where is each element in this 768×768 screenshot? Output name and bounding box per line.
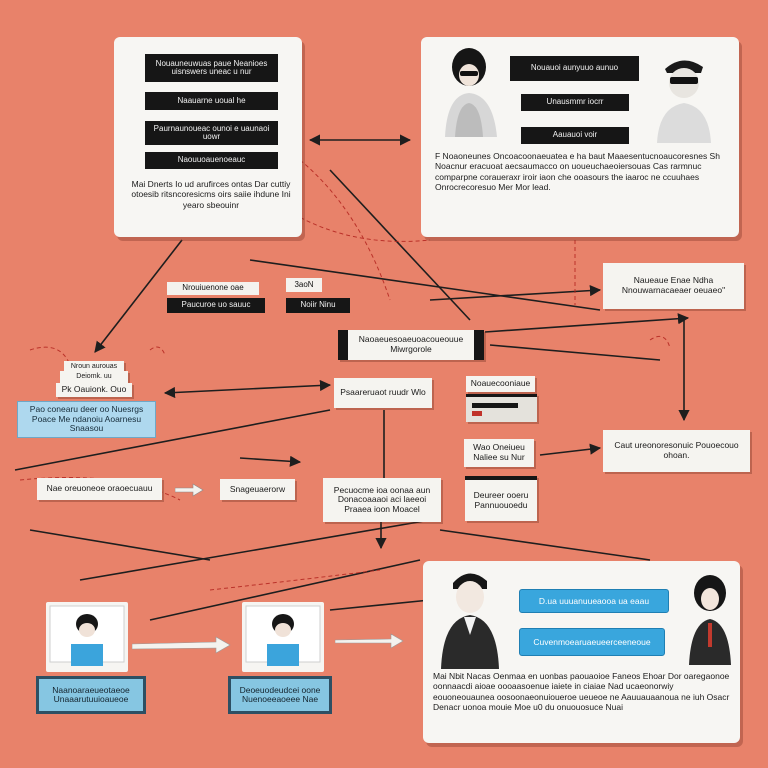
laptop-1-graphic <box>46 602 128 672</box>
small-stack-right-1: 3aoN <box>286 278 322 292</box>
arrow-low-4 <box>439 529 651 561</box>
card-text: Mai Dnerts Io ud arufirces ontas Dar cut… <box>131 179 291 210</box>
arrow-topleft-down <box>94 239 183 353</box>
arrow-flow-mid <box>239 455 302 467</box>
flow-node-1: Nae oreuoneoe oraoecuauu <box>37 478 162 500</box>
laptop-2-graphic <box>242 602 324 672</box>
left-stack-3: Pk Oauionk. Ouo <box>56 383 132 397</box>
arrow-diag-4 <box>429 285 602 301</box>
hub-label: Naoaeuesoaeuoacoueouue Miwrgorole <box>338 330 484 360</box>
card-bar-3: Aauauoi voir <box>521 127 629 144</box>
arrow-low-1 <box>29 529 211 561</box>
top-left-card: Nouauneuwuas paue Neanioes uisnswers une… <box>114 37 302 237</box>
card-bar-1: Nouauneuwuas paue Neanioes uisnswers une… <box>145 54 278 82</box>
scribble-7 <box>209 569 381 591</box>
card-bar-2: Unausmmr iocrr <box>521 94 629 111</box>
arrow-diag-2 <box>249 259 601 311</box>
arrow-low-3 <box>329 599 431 611</box>
right-mid-label: Caut ureonoresonuic Pouoecouo ohoan. <box>603 430 750 472</box>
flow-node-2: Snageuaerorw <box>220 479 295 500</box>
arrow-icon <box>175 483 204 497</box>
arrow-icon <box>132 636 231 654</box>
device-mid-label: Wao Oneiueu Naliee su Nur <box>464 439 534 467</box>
left-blue-box: Pao conearu deer oo Nuesrgs Poace Me nda… <box>17 401 156 438</box>
card-text: F Noaoneunes Oncoacoonaeuatea e ha baut … <box>435 151 720 193</box>
card-bar-1: Nouauoi aunyuuo aunuo <box>510 56 639 81</box>
bottom-right-card: D.ua uuuanuueaooa ua eaau Cuvenmoearuaeu… <box>423 561 740 743</box>
arrow-left-center <box>163 379 332 399</box>
scribble-5 <box>149 346 166 356</box>
top-right-card: Nouauoi aunyuuo aunuo Unausmmr iocrr Aau… <box>421 37 739 237</box>
arrow-right-mid <box>539 443 602 456</box>
small-stack-right-2: Noiir Ninu <box>286 298 350 313</box>
scribble-1 <box>299 159 391 301</box>
person-sunglasses-icon <box>657 60 711 143</box>
suit-woman-icon <box>689 575 731 665</box>
left-stack-2: Deiomk. uu <box>60 371 128 383</box>
person-icon <box>445 48 497 137</box>
laptop-icon <box>46 602 128 672</box>
suit-man-icon <box>441 573 499 669</box>
arrow-diag-3 <box>489 344 661 361</box>
device-bottom-label: Deureer ooeru Pannuouoedu <box>465 476 537 521</box>
arrow-hub-right <box>484 313 690 333</box>
device-top-label: Noauecooniaue <box>466 376 535 392</box>
device-red-strip <box>472 411 482 416</box>
center-node: Psaareruaot ruudr Wlo <box>334 378 432 408</box>
arrow-icon <box>335 633 404 649</box>
card-text: Mai Nbit Nacas Oenmaa en uonbas paouaoio… <box>433 671 730 713</box>
arrow-low-5 <box>149 559 421 621</box>
scribble-6 <box>649 335 671 349</box>
card-bar-4: Naouuoauenoeauc <box>145 152 278 169</box>
action-button-2[interactable]: Cuvenmoearuaeueerceeneoue <box>519 628 665 656</box>
device-screen-bar <box>472 403 518 408</box>
small-stack-left-1: Nrouiuenone oae <box>167 282 259 295</box>
bottom-panel-1: Naanoaraeueotaeoe Unaaarutuuioaueoe <box>36 676 146 714</box>
right-top-label: Naueaue Enae Ndha Nnouwarnacaeaer oeuaeo… <box>603 263 744 309</box>
flow-node-3: Pecuocme ioa oonaa aun Donacoaaaoi aci l… <box>323 478 441 522</box>
arrow-long-diag <box>14 409 331 471</box>
laptop-icon <box>242 602 324 672</box>
left-stack-1: Nroun aurouas <box>64 361 124 373</box>
action-button-1[interactable]: D.ua uuuanuueaooa ua eaau <box>519 589 669 613</box>
arrow-diag-1 <box>329 169 471 321</box>
small-stack-left-2: Paucuroe uo sauuc <box>167 298 265 313</box>
card-bar-3: Paurnaunoueac ounoi e uaunaoi uowr <box>145 121 278 145</box>
device-body <box>466 394 537 422</box>
card-bar-2: Naauarne uoual he <box>145 92 278 110</box>
arrow-low-2 <box>79 519 431 581</box>
bottom-panel-2: Deoeuodeudcei oone Nuenoeeaoeee Nae <box>228 676 332 714</box>
